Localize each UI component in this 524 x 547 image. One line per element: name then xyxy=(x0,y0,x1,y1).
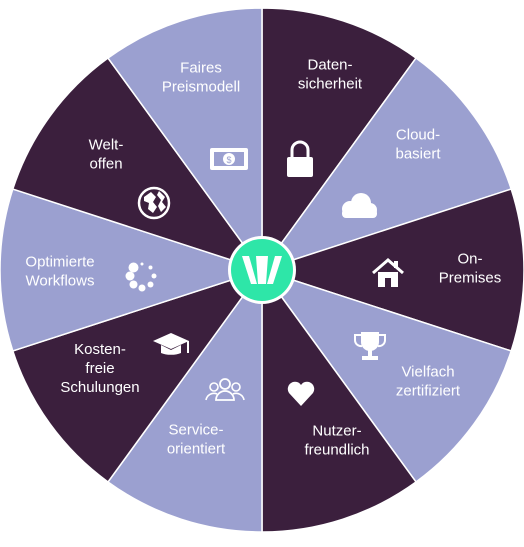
heart-icon xyxy=(287,381,315,406)
segment-label: Welt-offen xyxy=(89,137,124,173)
segment-label: Service-orientiert xyxy=(167,422,226,458)
center-hub xyxy=(228,236,296,304)
segment-4 xyxy=(261,267,418,533)
segment-1 xyxy=(260,56,513,272)
graduation-cap-icon xyxy=(153,333,189,355)
segment-6 xyxy=(11,268,264,484)
house-icon xyxy=(372,258,404,287)
lock-icon xyxy=(287,140,313,177)
trophy-icon xyxy=(353,332,387,360)
segment-9 xyxy=(106,7,263,273)
cloud-icon xyxy=(342,193,377,218)
wheel-labels: Daten-sicherheitCloud-basiertOn-Premises… xyxy=(25,57,501,459)
segment-5 xyxy=(106,267,263,533)
wheel-segments xyxy=(0,7,524,533)
segment-3 xyxy=(260,268,513,484)
globe-icon xyxy=(137,186,171,220)
segment-label: Nutzer-freundlich xyxy=(304,423,369,459)
wheel-icons: $ xyxy=(125,140,404,406)
segment-0 xyxy=(261,7,418,273)
spinner-icon xyxy=(125,262,157,292)
svg-text:$: $ xyxy=(226,155,231,165)
people-icon xyxy=(205,378,245,401)
segment-label: On-Premises xyxy=(439,251,502,287)
segment-label: Cloud-basiert xyxy=(395,127,441,163)
segment-label: Daten-sicherheit xyxy=(298,57,363,93)
segment-8 xyxy=(11,56,264,272)
money-icon: $ xyxy=(210,148,248,170)
